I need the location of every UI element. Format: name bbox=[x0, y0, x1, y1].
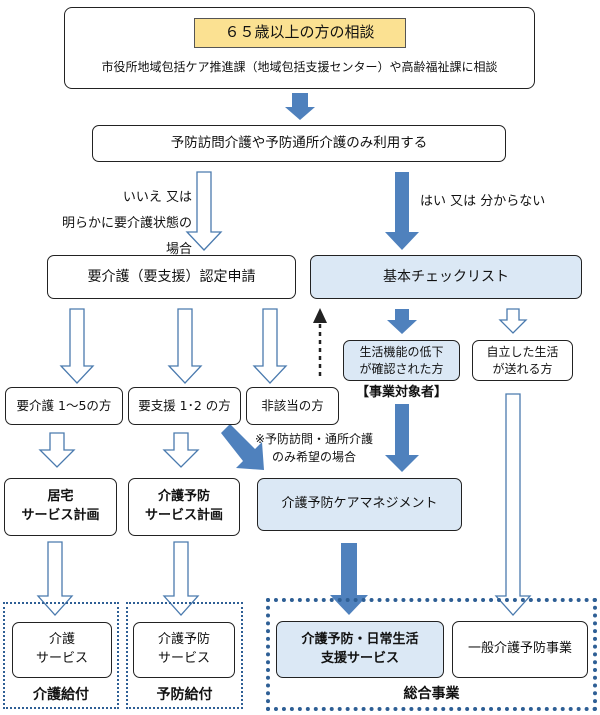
arrow-mgmt-to-daily-support bbox=[330, 543, 368, 615]
target-label: 【事業対象者】 bbox=[355, 385, 447, 400]
arrow-not-applicable-dashed-head bbox=[313, 308, 327, 323]
arrow-checklist-to-independent bbox=[498, 308, 528, 334]
consultation-title: ６５歳以上の方の相談 bbox=[193, 18, 406, 48]
prevention-service-box: 介護予防 サービス bbox=[133, 622, 235, 678]
support-level-box: 要支援 1･2 の方 bbox=[128, 387, 241, 425]
not-applicable-box: 非該当の方 bbox=[246, 387, 339, 425]
note-label: ※予防訪問・通所介護 のみ希望の場合 bbox=[254, 432, 374, 464]
certification-box: 要介護（要支援）認定申請 bbox=[47, 255, 296, 299]
arrow-yes-to-checklist bbox=[385, 172, 419, 250]
branch-yes-label: はい 又は 分からない bbox=[420, 194, 546, 209]
arrow-checklist-to-decline bbox=[387, 309, 417, 334]
arrow-no-to-certification bbox=[185, 171, 223, 251]
arrow-cert-to-support-level bbox=[167, 308, 203, 384]
prevention-plan-box: 介護予防 サービス計画 bbox=[128, 478, 240, 536]
arrow-target-to-mgmt bbox=[385, 404, 419, 472]
care-benefit-group bbox=[3, 602, 119, 709]
care-level-box: 要介護 1～5の方 bbox=[5, 387, 123, 425]
care-service-box: 介護 サービス bbox=[12, 622, 112, 678]
checklist-box: 基本チェックリスト bbox=[310, 255, 582, 299]
arrow-independent-to-general-project bbox=[494, 393, 532, 616]
consultation-box: ６５歳以上の方の相談 市役所地域包括ケア推進課（地域包括支援センター）や高齢福祉… bbox=[64, 7, 535, 89]
arrow-cert-to-care-level bbox=[59, 308, 95, 384]
prevention-mgmt-box: 介護予防ケアマネジメント bbox=[257, 478, 462, 531]
arrow-support-to-mgmt bbox=[221, 424, 264, 470]
arrow-care-level-to-home-plan bbox=[38, 432, 76, 468]
arrow-home-plan-to-care-service bbox=[36, 541, 74, 616]
branch-no-label: いいえ 又は 明らかに要介護状態の場合 bbox=[62, 190, 193, 257]
prevention-benefit-group bbox=[126, 602, 243, 709]
general-project-box: 一般介護予防事業 bbox=[452, 621, 588, 678]
consultation-subtitle: 市役所地域包括ケア推進課（地域包括支援センター）や高齢福祉課に相談 bbox=[101, 60, 498, 74]
general-project-title: 総合事業 bbox=[403, 686, 460, 702]
general-project-group bbox=[266, 598, 597, 711]
arrow-top-to-question bbox=[285, 93, 315, 120]
question-box: 予防訪問介護や予防通所介護のみ利用する bbox=[92, 125, 506, 162]
daily-support-box: 介護予防・日常生活 支援サービス bbox=[276, 621, 444, 678]
arrow-cert-to-not-applicable bbox=[252, 308, 288, 384]
decline-box: 生活機能の低下 が確認された方 bbox=[343, 340, 460, 381]
independent-box: 自立した生活 が送れる方 bbox=[472, 340, 573, 381]
home-plan-box: 居宅 サービス計画 bbox=[4, 478, 117, 536]
care-benefit-title: 介護給付 bbox=[33, 687, 89, 703]
prevention-benefit-title: 予防給付 bbox=[156, 687, 213, 703]
arrow-prevention-plan-to-prevention-service bbox=[162, 541, 200, 616]
arrow-support-level-to-prevention-plan bbox=[162, 432, 200, 468]
